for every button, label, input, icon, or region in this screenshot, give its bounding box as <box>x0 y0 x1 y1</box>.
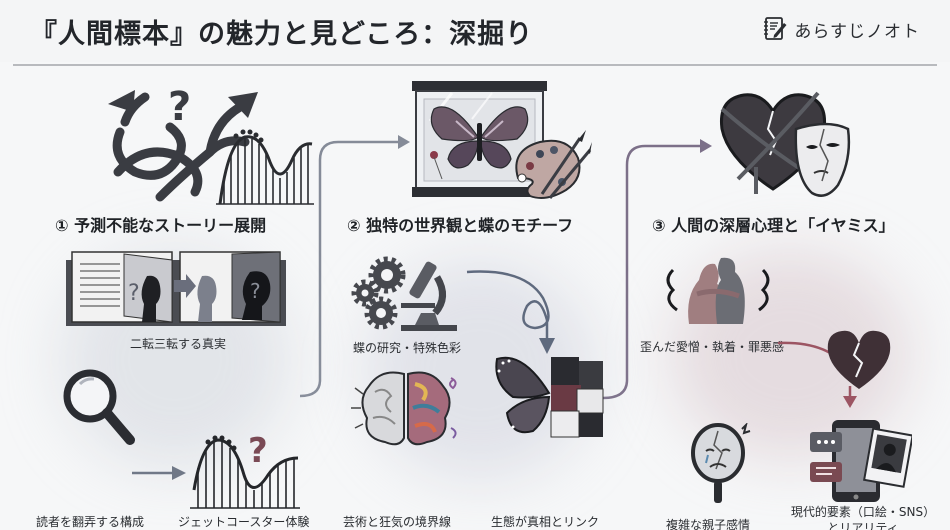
section-1-title: ① 予測不能なストーリー展開 <box>55 216 267 235</box>
brand-name: あらすじノオト <box>794 21 920 42</box>
broken-heart-icon <box>826 329 892 391</box>
section-3-title: ③ 人間の深層心理と「イヤミス」 <box>652 216 895 235</box>
paint-palette-brushes-icon <box>510 128 592 206</box>
item-label: 歪んだ愛憎・執着・罪悪感 <box>640 340 785 354</box>
page-title: 『人間標本』の魅力と見どころ：深掘り <box>30 19 534 50</box>
header-divider <box>13 64 937 66</box>
item-label: ジェットコースター体験 <box>178 515 310 529</box>
header: 『人間標本』の魅力と見どころ：深掘り あらすじノオト <box>0 0 950 62</box>
book-silhouettes-icon: ? ? <box>62 248 290 330</box>
loop-arrow-icon <box>465 268 565 358</box>
section-1: ? ① 予測不能なストーリー展開 <box>0 70 315 530</box>
arrow-right-icon <box>132 465 187 481</box>
item-label: 蝶の研究・特殊色彩 <box>353 341 462 355</box>
arrow-down-icon <box>842 386 858 408</box>
brand: あらすじノオト <box>762 16 920 42</box>
phone-photo-chat-icon <box>810 418 912 504</box>
cracked-mirror-icon <box>688 423 753 505</box>
item-label: 生態が真相とリンク <box>491 515 600 529</box>
section-2-title: ② 独特の世界観と蝶のモチーフ <box>347 216 574 235</box>
item-label: 読者を翻弄する構成 <box>36 515 145 529</box>
embracing-figures-thorns-icon <box>663 250 773 330</box>
magnifying-glass-icon <box>58 366 138 448</box>
chained-heart-cracked-mask-icon <box>718 89 858 204</box>
item-label: 複雑な親子感情 <box>666 518 751 530</box>
notebook-pen-icon <box>762 16 788 42</box>
item-label: 二転三転する真実 <box>129 337 226 351</box>
brain-split-icon <box>351 368 461 450</box>
section-2: ② 独特の世界観と蝶のモチーフ 蝶の研究・特殊色彩 <box>315 70 630 530</box>
butterfly-puzzle-icon <box>493 353 605 439</box>
item-label: 芸術と狂気の境界線 <box>343 515 452 529</box>
item-label-multiline: 現代的要素（口絵・SNS） とリアリティ <box>790 505 936 530</box>
tangled-arrows-question-rollercoaster-icon: ? <box>100 82 315 207</box>
gears-microscope-icon <box>351 253 463 333</box>
section-3: ③ 人間の深層心理と「イヤミス」 歪んだ愛憎・執着・罪悪感 <box>630 70 950 530</box>
rollercoaster-question-icon: ? <box>190 430 302 510</box>
svg-text:?: ? <box>248 431 268 471</box>
svg-text:?: ? <box>250 279 261 303</box>
svg-text:?: ? <box>168 84 191 130</box>
svg-text:?: ? <box>128 281 140 306</box>
